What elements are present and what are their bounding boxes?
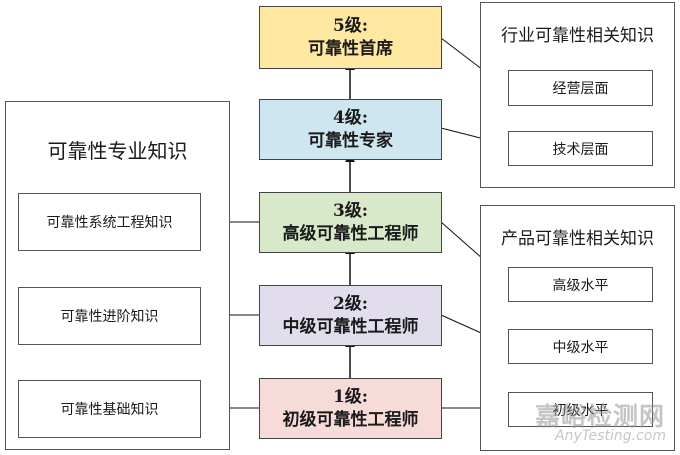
level-4-box: 4级: 可靠性专家 xyxy=(259,99,442,160)
advanced-proficiency-box: 高级水平 xyxy=(508,267,653,302)
advanced-knowledge-box: 可靠性进阶知识 xyxy=(18,287,201,345)
level-1-grade: 1级: xyxy=(332,386,369,407)
level-3-box: 3级: 高级可靠性工程师 xyxy=(259,192,442,253)
product-knowledge-title: 产品可靠性相关知识 xyxy=(501,229,654,249)
industry-knowledge-title: 行业可靠性相关知识 xyxy=(501,26,654,46)
business-level-box: 经营层面 xyxy=(508,70,653,106)
level-5-title: 可靠性首席 xyxy=(308,38,393,59)
level-4-title: 可靠性专家 xyxy=(308,130,393,151)
level-2-box: 2级: 中级可靠性工程师 xyxy=(259,285,442,346)
intermediate-proficiency-box: 中级水平 xyxy=(508,329,653,364)
professional-knowledge-title: 可靠性专业知识 xyxy=(47,139,188,163)
basic-knowledge-box: 可靠性基础知识 xyxy=(18,380,201,438)
level-2-grade: 2级: xyxy=(332,293,369,314)
level-2-title: 中级可靠性工程师 xyxy=(282,316,419,337)
level-3-grade: 3级: xyxy=(332,200,369,221)
level-5-box: 5级: 可靠性首席 xyxy=(259,6,442,69)
level-5-grade: 5级: xyxy=(332,15,369,36)
level-1-title: 初级可靠性工程师 xyxy=(282,409,419,430)
level-3-title: 高级可靠性工程师 xyxy=(282,223,419,244)
level-1-box: 1级: 初级可靠性工程师 xyxy=(259,378,442,439)
watermark-cn: 嘉峪检测网 xyxy=(535,402,666,431)
beginner-proficiency-box: 初级水平 xyxy=(508,392,653,427)
level-4-grade: 4级: xyxy=(332,107,369,128)
system-engineering-knowledge-box: 可靠性系统工程知识 xyxy=(18,193,201,251)
technical-level-box: 技术层面 xyxy=(508,131,653,166)
watermark-en: AnyTesting.com xyxy=(555,428,666,444)
